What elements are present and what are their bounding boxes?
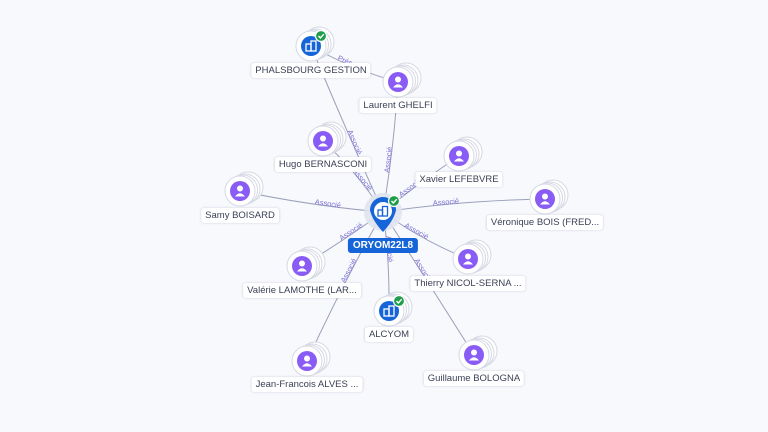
person-icon xyxy=(297,351,317,371)
center-node-label[interactable]: ORYOM22L8 xyxy=(347,238,419,253)
company-node-phalsbourg[interactable] xyxy=(295,26,335,62)
edge-label: Associé xyxy=(314,197,341,210)
node-label-bernasconi[interactable]: Hugo BERNASCONI xyxy=(274,157,372,172)
node-label-boisard[interactable]: Samy BOISARD xyxy=(201,208,279,223)
person-node-alves[interactable] xyxy=(291,341,331,377)
node-label-lefebvre[interactable]: Xavier LEFEBVRE xyxy=(415,172,503,187)
person-node-ghelfi[interactable] xyxy=(382,62,422,98)
edge-label: Associé xyxy=(345,128,364,156)
node-label-phalsbourg[interactable]: PHALSBOURG GESTION xyxy=(251,63,371,78)
person-node-lefebvre[interactable] xyxy=(443,136,483,172)
company-icon xyxy=(379,301,399,321)
nodes-layer xyxy=(224,26,569,377)
person-node-bois[interactable] xyxy=(529,179,569,215)
person-icon xyxy=(535,189,555,209)
person-icon xyxy=(388,72,408,92)
node-label-alves[interactable]: Jean-Francois ALVES ... xyxy=(251,377,363,392)
verified-check-icon xyxy=(387,194,401,208)
edge-label: Associé xyxy=(432,196,459,207)
verified-check-icon xyxy=(314,29,328,43)
person-icon xyxy=(230,181,250,201)
node-label-ghelfi[interactable]: Laurent GHELFI xyxy=(359,98,437,113)
building-icon xyxy=(377,205,389,217)
node-label-alcyom[interactable]: ALCYOM xyxy=(364,327,414,342)
person-icon xyxy=(313,131,333,151)
node-label-lamothe[interactable]: Valérie LAMOTHE (LAR... xyxy=(243,283,361,298)
person-icon xyxy=(292,256,312,276)
edge-label: Associé xyxy=(339,257,359,284)
node-label-nicol[interactable]: Thierry NICOL-SERNA ... xyxy=(410,276,526,291)
node-label-bologna[interactable]: Guillaume BOLOGNA xyxy=(423,371,525,386)
person-icon xyxy=(449,146,469,166)
edge-label: Associé xyxy=(382,146,394,173)
person-node-bernasconi[interactable] xyxy=(307,121,347,157)
person-node-lamothe[interactable] xyxy=(286,246,326,282)
person-icon xyxy=(458,249,478,269)
edge-bois-center xyxy=(382,198,546,213)
node-label-bois[interactable]: Véronique BOIS (FRED... xyxy=(486,215,604,230)
center-node[interactable] xyxy=(364,193,402,232)
person-node-bologna[interactable] xyxy=(458,335,498,371)
company-icon xyxy=(301,36,321,56)
person-icon xyxy=(464,345,484,365)
person-node-nicol[interactable] xyxy=(452,239,492,275)
company-node-alcyom[interactable] xyxy=(373,291,413,327)
person-node-boisard[interactable] xyxy=(224,171,264,207)
verified-check-icon xyxy=(392,294,406,308)
